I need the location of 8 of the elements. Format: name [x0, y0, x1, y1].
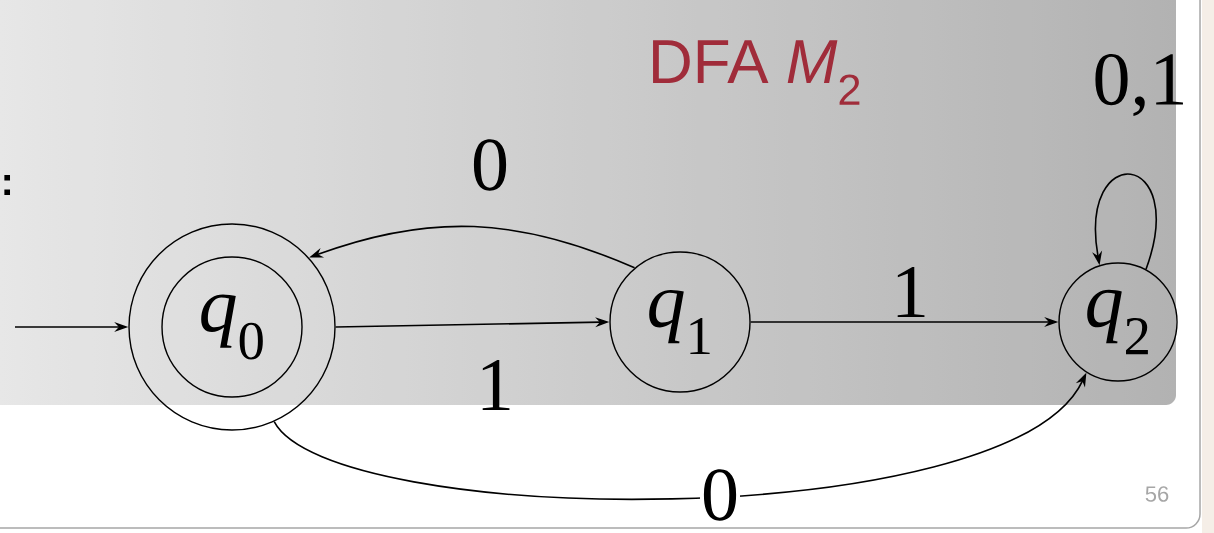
edge-label: 0: [473, 139, 507, 191]
slide-title: DFA M$_{2}$: [653, 40, 860, 105]
edge-label: 1: [482, 359, 510, 411]
edge-label: 0: [700, 468, 740, 522]
edge-label: 1: [897, 266, 925, 318]
page-number: 56: [1145, 486, 1169, 502]
edge-label: 0,1: [1095, 53, 1183, 117]
text-fragment: :: [4, 174, 10, 196]
